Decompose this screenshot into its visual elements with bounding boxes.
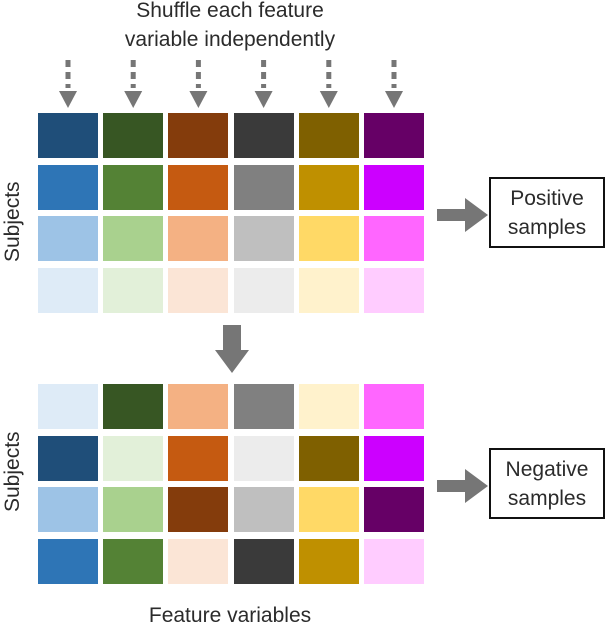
original-cell-r1-c2 <box>103 113 164 158</box>
shuffle-arrow-head-1 <box>59 91 77 108</box>
original-cell-r3-c2 <box>103 216 164 261</box>
shuffled-cell-r2-c4 <box>233 435 294 481</box>
shuffled-cell-r4-c3 <box>168 538 229 584</box>
original-cell-r2-c5 <box>298 164 359 210</box>
shuffled-cell-r4-c1 <box>38 538 98 584</box>
positive-output-arrow <box>437 198 488 232</box>
original-cell-r4-c2 <box>103 267 164 313</box>
original-cell-r2-c2 <box>103 164 164 210</box>
shuffle-arrow-head-5 <box>319 91 338 108</box>
shuffle-arrow-head-3 <box>189 91 208 108</box>
original-cell-r1-c4 <box>233 113 294 158</box>
original-cell-r3-c3 <box>168 216 229 261</box>
shuffled-cell-r2-c6 <box>363 435 424 481</box>
diagram-title-line-1: Shuffle each feature <box>136 0 324 22</box>
shuffled-cell-r4-c2 <box>103 538 164 584</box>
shuffled-cell-r2-c2 <box>103 435 164 481</box>
shuffled-cell-r3-c3 <box>168 487 229 532</box>
positive-label-line-1: Positive <box>510 186 584 210</box>
shuffled-cell-r4-c4 <box>233 538 294 584</box>
shuffled-cell-r1-c1 <box>38 384 98 429</box>
subjects-label-top: Subjects <box>1 181 24 262</box>
original-feature-matrix <box>38 113 424 313</box>
shuffled-cell-r1-c4 <box>233 384 294 429</box>
original-cell-r1-c3 <box>168 113 229 158</box>
original-cell-r1-c5 <box>298 113 359 158</box>
shuffle-arrow-head-2 <box>124 91 143 108</box>
negative-output-arrow <box>437 469 488 503</box>
shuffled-cell-r3-c2 <box>103 487 164 532</box>
original-cell-r4-c4 <box>233 267 294 313</box>
negative-samples-box: Negative samples <box>489 448 605 519</box>
shuffled-cell-r4-c6 <box>363 538 424 584</box>
original-cell-r4-c5 <box>298 267 359 313</box>
original-cell-r2-c1 <box>38 164 98 210</box>
original-cell-r3-c5 <box>298 216 359 261</box>
shuffled-cell-r4-c5 <box>298 538 359 584</box>
shuffled-cell-r2-c1 <box>38 435 98 481</box>
negative-label-line-1: Negative <box>505 457 589 481</box>
subjects-label-bottom: Subjects <box>1 431 24 512</box>
diagram-title-line-2: variable independently <box>124 28 336 51</box>
original-cell-r4-c6 <box>363 267 424 313</box>
shuffled-cell-r1-c6 <box>363 384 424 429</box>
shuffle-arrow-head-6 <box>385 91 403 108</box>
original-cell-r2-c6 <box>363 164 424 210</box>
positive-label-line-2: samples <box>507 215 587 239</box>
shuffled-cell-r2-c3 <box>168 435 229 481</box>
original-cell-r3-c1 <box>38 216 98 261</box>
shuffle-arrows <box>59 60 403 108</box>
shuffled-cell-r3-c1 <box>38 487 98 532</box>
shuffled-cell-r3-c5 <box>298 487 359 532</box>
shuffled-cell-r2-c5 <box>298 435 359 481</box>
feature-variables-label: Feature variables <box>148 604 312 627</box>
shuffled-cell-r1-c3 <box>168 384 229 429</box>
shuffled-cell-r3-c4 <box>233 487 294 532</box>
shuffled-cell-r1-c5 <box>298 384 359 429</box>
original-cell-r3-c4 <box>233 216 294 261</box>
original-cell-r4-c3 <box>168 267 229 313</box>
shuffled-cell-r3-c6 <box>363 487 424 532</box>
original-cell-r4-c1 <box>38 267 98 313</box>
original-cell-r3-c6 <box>363 216 424 261</box>
original-cell-r2-c4 <box>233 164 294 210</box>
positive-samples-box: Positive samples <box>489 177 605 248</box>
original-cell-r2-c3 <box>168 164 229 210</box>
original-cell-r1-c6 <box>363 113 424 158</box>
original-cell-r1-c1 <box>38 113 98 158</box>
shuffled-cell-r1-c2 <box>103 384 164 429</box>
shuffle-arrow-head-4 <box>254 91 273 108</box>
transform-down-arrow <box>215 325 249 373</box>
shuffled-feature-matrix <box>38 384 424 584</box>
negative-label-line-2: samples <box>507 486 587 510</box>
